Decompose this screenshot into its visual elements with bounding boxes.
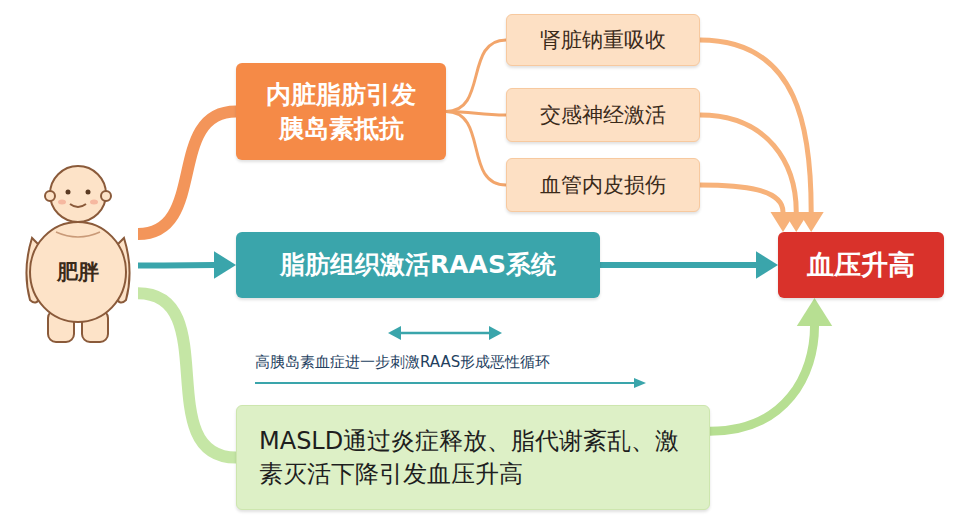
underline-arrow xyxy=(255,378,646,388)
arrow-head xyxy=(634,378,646,388)
node-text: 肥胖 xyxy=(57,258,99,286)
arrow-head xyxy=(489,326,502,340)
connector xyxy=(446,112,506,186)
cause-box: 内脏脂肪引发胰岛素抵抗 xyxy=(236,63,446,160)
underline-arrow-line xyxy=(255,382,636,384)
connector xyxy=(138,293,236,457)
mechanism-box: 血管内皮损伤 xyxy=(506,158,700,212)
connector xyxy=(600,262,756,268)
person-illustration xyxy=(18,160,138,345)
node-text: 内脏脂肪引发胰岛素抵抗 xyxy=(260,78,422,146)
node-text: 脂肪组织激活RAAS系统 xyxy=(280,248,556,282)
arrow-head xyxy=(388,326,401,340)
arrow-head xyxy=(756,251,778,279)
person-figure: 肥胖 xyxy=(18,160,138,345)
annotation-text: 高胰岛素血症进一步刺激RAAS形成恶性循环 xyxy=(255,353,550,372)
connector xyxy=(138,112,236,235)
arrow-head xyxy=(214,251,236,279)
node-text: MASLD通过炎症释放、脂代谢紊乱、激素灭活下降引发血压升高 xyxy=(259,425,689,490)
double-arrow-line xyxy=(398,332,492,335)
double-arrow xyxy=(388,326,502,340)
node-text: 交感神经激活 xyxy=(540,101,666,129)
connector xyxy=(700,40,811,212)
connector xyxy=(138,262,214,268)
arrow-head xyxy=(797,298,832,326)
connector xyxy=(700,115,796,212)
arrow-head xyxy=(770,212,795,232)
mechanism-box: 交感神经激活 xyxy=(506,88,700,142)
node-text: 肾脏钠重吸收 xyxy=(540,26,666,54)
node-text: 血压升高 xyxy=(807,247,915,283)
connector xyxy=(700,185,783,212)
connector xyxy=(446,112,506,116)
node-text: 血管内皮损伤 xyxy=(540,171,666,199)
pathway-box: MASLD通过炎症释放、脂代谢紊乱、激素灭活下降引发血压升高 xyxy=(236,405,710,510)
mechanism-box: 肾脏钠重吸收 xyxy=(506,14,700,66)
pathway-box: 脂肪组织激活RAAS系统 xyxy=(236,232,600,298)
outcome-box: 血压升高 xyxy=(778,232,944,298)
connector xyxy=(446,40,506,112)
connector xyxy=(710,326,815,431)
